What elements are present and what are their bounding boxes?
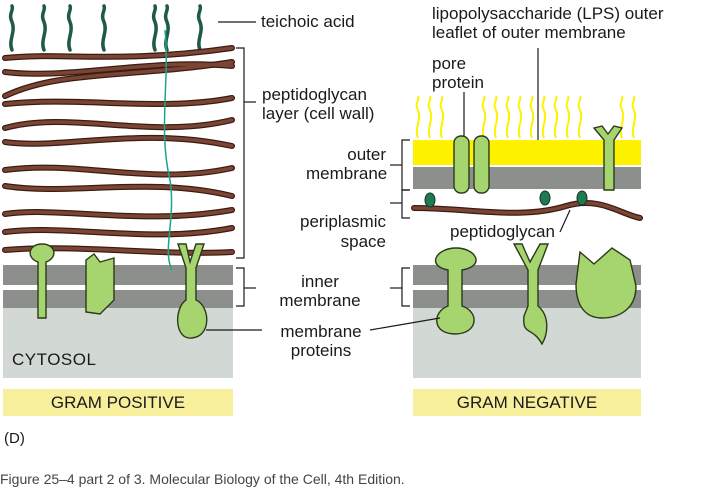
gn-protein-3 bbox=[575, 247, 637, 319]
label-outer-membrane-line1: outer bbox=[347, 145, 386, 164]
label-teichoic-acid: teichoic acid bbox=[261, 12, 355, 31]
band-gram-positive: GRAM POSITIVE bbox=[3, 389, 233, 416]
label-pore-protein-line2: protein bbox=[432, 73, 484, 92]
band-gram-negative: GRAM NEGATIVE bbox=[413, 389, 641, 416]
gp-protein-1 bbox=[29, 243, 55, 319]
teichoic-acid-strands bbox=[8, 4, 203, 52]
gn-lps-leaflet bbox=[413, 140, 641, 165]
gp-inner-membrane-bottom bbox=[3, 290, 233, 308]
pore-protein bbox=[453, 135, 490, 194]
gn-peptidoglycan bbox=[411, 200, 643, 221]
panel-label: (D) bbox=[4, 430, 25, 447]
label-lps-line1: lipopolysaccharide (LPS) outer bbox=[432, 4, 664, 23]
gp-peptidoglycan-strands-fill bbox=[3, 46, 234, 255]
gn-outer-membrane-inner-leaflet bbox=[413, 167, 641, 189]
gp-protein-2 bbox=[85, 253, 115, 315]
label-pore-protein-line1: pore bbox=[432, 54, 467, 73]
gp-membrane-proteins bbox=[29, 243, 208, 339]
label-inner-membrane-line2: membrane bbox=[279, 291, 361, 310]
label-cytosol: CYTOSOL bbox=[12, 350, 97, 369]
label-membrane-proteins-line1: membrane bbox=[280, 322, 362, 341]
lps-chains bbox=[415, 95, 637, 139]
gp-peptidoglycan-strands bbox=[2, 45, 235, 256]
periplasmic-proteins bbox=[424, 190, 588, 208]
label-peptidoglycan-gn: peptidoglycan bbox=[450, 222, 555, 241]
gn-protein-1 bbox=[434, 247, 477, 335]
label-inner-membrane-line1: inner bbox=[301, 272, 339, 291]
label-periplasmic-space-line1: periplasmic bbox=[300, 212, 386, 231]
label-periplasmic-space-line2: space bbox=[340, 232, 386, 251]
gn-membrane-proteins bbox=[434, 243, 637, 346]
gn-outer-membrane-y-protein bbox=[592, 125, 624, 191]
label-membrane-proteins-line2: proteins bbox=[290, 341, 352, 360]
label-peptidoglycan-layer-line1: peptidoglycan bbox=[262, 85, 367, 104]
gn-protein-2 bbox=[512, 243, 550, 346]
lipoteichoic-acid-strand bbox=[163, 29, 173, 271]
gp-protein-3 bbox=[176, 243, 208, 339]
label-lps-line2: leaflet of outer membrane bbox=[432, 23, 626, 42]
gn-inner-membrane-gap bbox=[413, 285, 641, 290]
figure-caption: Figure 25–4 part 2 of 3. Molecular Biolo… bbox=[0, 471, 405, 487]
gp-inner-membrane-top bbox=[3, 265, 233, 285]
gp-inner-membrane-gap bbox=[3, 285, 233, 290]
label-peptidoglycan-layer-line2: layer (cell wall) bbox=[262, 104, 375, 123]
gn-leader-lines bbox=[369, 48, 571, 331]
label-outer-membrane-line2: membrane bbox=[306, 164, 388, 183]
gp-leader-lines bbox=[206, 21, 262, 331]
